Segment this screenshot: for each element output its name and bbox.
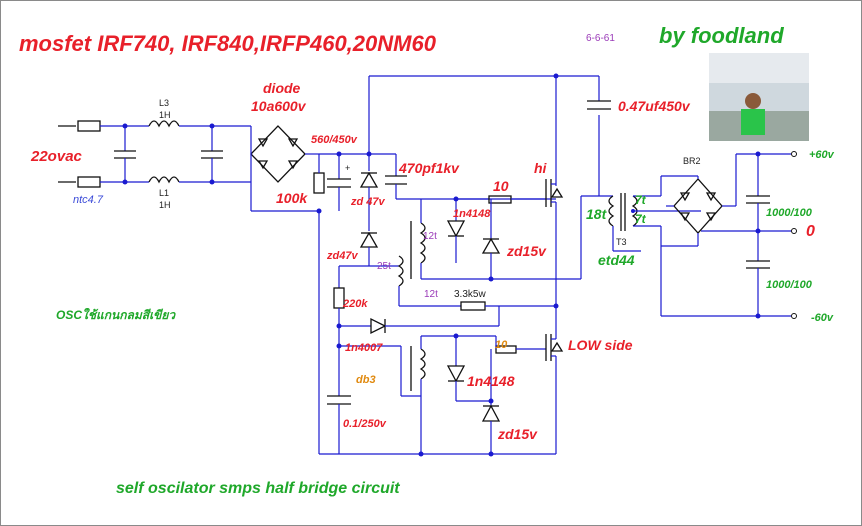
label-t3: T3: [616, 237, 627, 247]
label-hi: hi: [534, 160, 548, 176]
output-caps: [661, 151, 797, 319]
date-text: 6-6-61: [586, 33, 615, 44]
label-100k: 100k: [276, 190, 308, 206]
label-cout2: 1000/100: [766, 279, 813, 291]
zener-stack: [327, 154, 399, 454]
label-7t-a: 7t: [635, 193, 647, 207]
low-side-drive: [410, 306, 564, 457]
label-d-lo: 1n4148: [467, 373, 515, 389]
label-d-hi: 1n4148: [453, 208, 491, 220]
label-7t-b: 7t: [635, 212, 647, 226]
output-bridge: [661, 154, 737, 247]
label-cout1: 1000/100: [766, 207, 813, 219]
label-zd47-bot: zd47v: [326, 250, 358, 262]
label-low-side: LOW side: [568, 337, 633, 353]
label-r-gate-lo: 10: [495, 339, 508, 351]
label-ac-in: 22ovac: [30, 148, 83, 165]
label-3k3: 3.3k5w: [454, 289, 486, 300]
label-l1: L1: [159, 188, 169, 198]
start-circuit: [339, 306, 500, 397]
label-db3: db3: [356, 374, 376, 386]
high-side-drive: [410, 179, 564, 282]
label-diode: diode: [263, 80, 301, 96]
label-zd47-top: zd 47v: [350, 196, 386, 208]
label-r-gate-hi: 10: [493, 178, 509, 194]
label-br2: BR2: [683, 156, 701, 166]
label-25t: 25t: [377, 261, 391, 272]
label-12t-a: 12t: [423, 231, 437, 242]
label-zd15-hi: zd15v: [506, 243, 547, 259]
main-rails: [316, 73, 600, 455]
label-bulk-cap: 560/450v: [311, 134, 358, 146]
author-photo: [709, 53, 809, 141]
bulk-cap: [313, 154, 351, 211]
coupling-cap: [587, 100, 611, 110]
label-ntc: ntc4.7: [73, 194, 104, 206]
label-220k: 220k: [342, 298, 368, 310]
label-zd15-lo: zd15v: [497, 426, 538, 442]
input-filter: [58, 120, 251, 188]
bridge-rectifier-1: [250, 125, 321, 212]
label-l1-val: 1H: [159, 200, 171, 210]
subtitle-text: self oscilator smps half bridge circuit: [116, 480, 400, 497]
label-12t-b: 12t: [424, 289, 438, 300]
output-transformer: [608, 176, 701, 316]
label-v-zero: 0: [806, 223, 815, 240]
label-l3-val: 1H: [159, 110, 171, 120]
title-text: mosfet IRF740, IRF840,IRFP460,20NM60: [19, 31, 437, 56]
feedback-transformer: [397, 195, 613, 311]
label-snubber: 470pf1kv: [398, 160, 460, 176]
label-1n4007: 1n4007: [345, 342, 383, 354]
label-l3: L3: [159, 98, 169, 108]
label-v-neg: -60v: [811, 312, 834, 324]
author-text: by foodland: [659, 23, 784, 48]
label-coupling-cap: 0.47uf450v: [618, 98, 691, 114]
label-v-pos: +60v: [809, 149, 835, 161]
label-diode-val: 10a600v: [251, 98, 307, 114]
label-timing-cap: 0.1/250v: [343, 418, 387, 430]
label-plus: +: [345, 163, 350, 173]
label-18t: 18t: [586, 206, 608, 222]
osc-note: OSCใช้แกนกลมสีเขียว: [56, 307, 176, 322]
label-etd44: etd44: [598, 252, 635, 268]
